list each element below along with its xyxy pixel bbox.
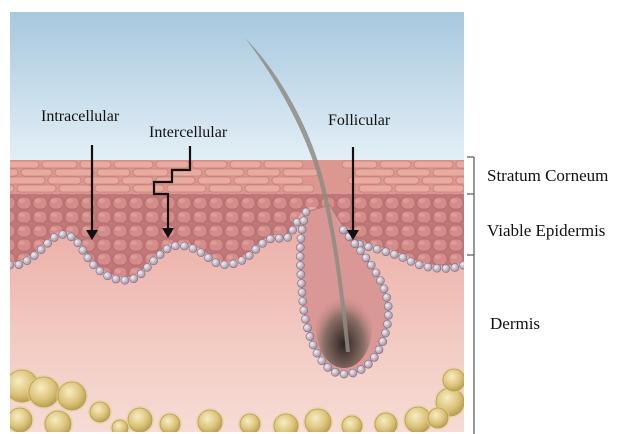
stratum-corneum-label: Stratum Corneum bbox=[487, 166, 608, 185]
stratum-corneum-layer bbox=[0, 160, 506, 194]
intracellular-label: Intracellular bbox=[41, 108, 120, 125]
dermis-label: Dermis bbox=[490, 314, 540, 333]
environment-background bbox=[10, 12, 464, 172]
layer-bracket bbox=[467, 157, 474, 434]
viable-epidermis-label: Viable Epidermis bbox=[487, 221, 605, 240]
intercellular-label: Intercellular bbox=[149, 124, 228, 141]
follicular-label: Follicular bbox=[328, 112, 391, 129]
skin-cross-section bbox=[0, 12, 506, 434]
